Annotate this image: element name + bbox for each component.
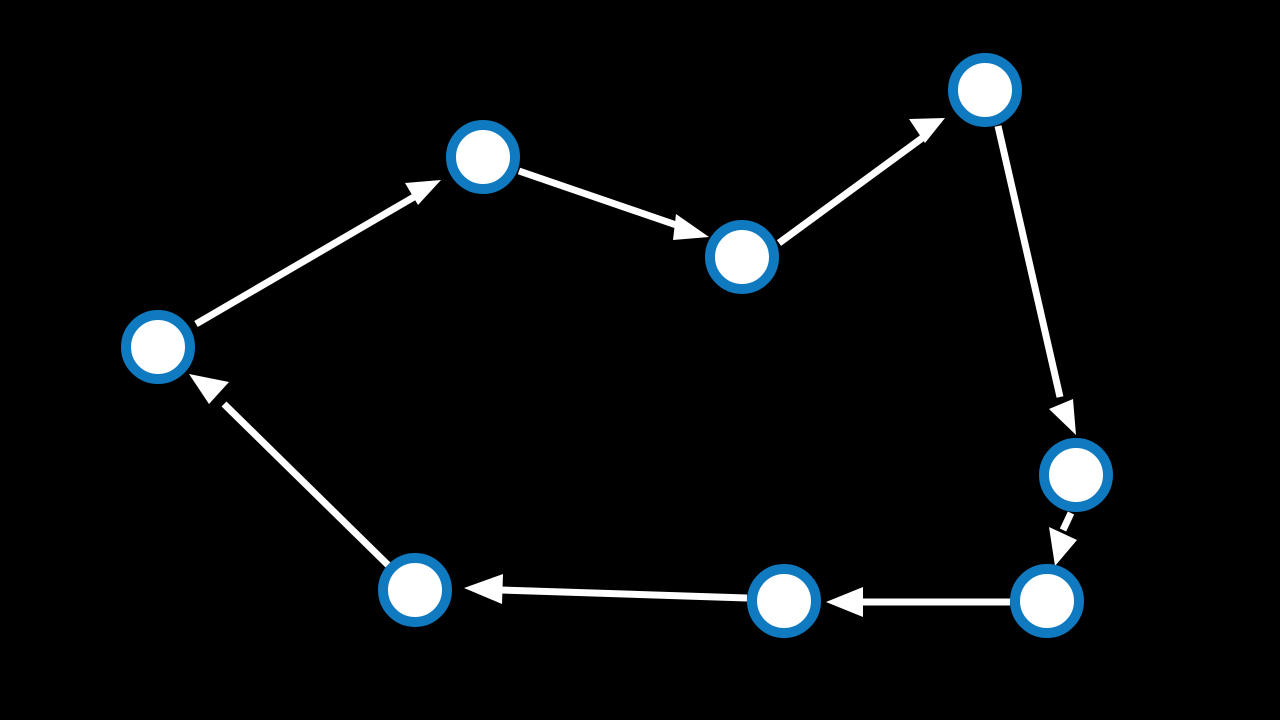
graph-node-n6[interactable] (1010, 564, 1084, 638)
edge-layer (189, 118, 1077, 617)
graph-node-n2[interactable] (446, 120, 520, 194)
edge-n4-to-n5-arrowhead (1049, 399, 1076, 435)
edge-n5-to-n6-arrowhead (1049, 527, 1077, 566)
graph-node-n3[interactable] (705, 220, 779, 294)
edge-n3-to-n4[interactable] (776, 118, 945, 246)
graph-node-n7[interactable] (747, 564, 821, 638)
edge-n3-to-n4-line (776, 133, 928, 246)
edge-n6-to-n7-arrowhead (826, 587, 863, 617)
edge-n7-to-n8-line (499, 586, 748, 602)
edge-n1-to-n2-line (194, 186, 428, 328)
edge-n7-to-n8[interactable] (464, 574, 748, 604)
edge-n1-to-n2[interactable] (194, 180, 441, 328)
graph-node-n5[interactable] (1039, 438, 1113, 512)
edge-n6-to-n7[interactable] (826, 587, 1010, 617)
edge-n1-to-n2-arrowhead (405, 180, 441, 205)
edge-n8-to-n1-arrowhead (189, 374, 229, 404)
edge-n2-to-n3-line (517, 167, 687, 232)
edge-n4-to-n5[interactable] (994, 125, 1076, 435)
edge-n5-to-n6[interactable] (1049, 511, 1077, 566)
graph-node-n4[interactable] (948, 53, 1022, 127)
edge-n8-to-n1[interactable] (189, 374, 391, 568)
edge-n8-to-n1-line (221, 401, 391, 568)
graph-node-n8[interactable] (378, 553, 452, 627)
edge-n3-to-n4-arrowhead (909, 118, 945, 143)
edge-n7-to-n8-arrowhead (464, 574, 503, 604)
graph-node-n1[interactable] (121, 310, 195, 384)
edge-n5-to-n6-line (1059, 511, 1075, 532)
edge-n2-to-n3-arrowhead (673, 214, 709, 240)
edge-n4-to-n5-line (994, 125, 1064, 398)
edge-n2-to-n3[interactable] (517, 167, 709, 240)
node-layer (121, 53, 1113, 638)
